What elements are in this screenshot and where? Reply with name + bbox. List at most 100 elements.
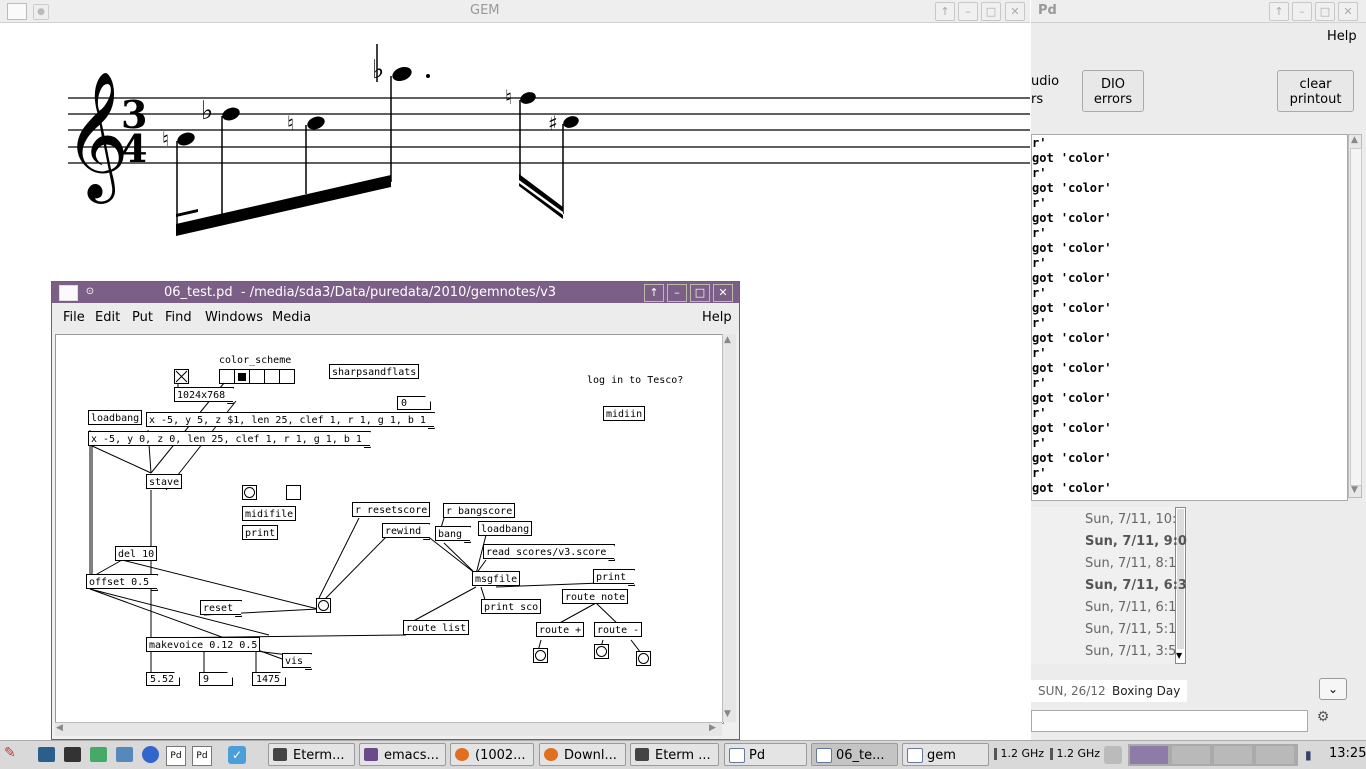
cal-row-4[interactable]: Sun, 7/11, 6:1 [1085, 600, 1177, 615]
task-downloads[interactable]: Downl... [539, 743, 626, 766]
dio-errors-button[interactable]: DIO errors [1082, 70, 1144, 112]
pd-launcher-icon-2[interactable]: Pd [192, 746, 212, 766]
raise-button[interactable]: ↑ [935, 2, 955, 21]
tools-icon[interactable]: ⚙ [1316, 709, 1330, 725]
number-atom[interactable]: 0 [397, 396, 431, 410]
close-button[interactable]: ✕ [1338, 2, 1358, 21]
audio-errors-button[interactable]: udio rs [1031, 74, 1060, 107]
scroll-left-arrow-icon[interactable]: ◀ [56, 723, 63, 733]
gem-titlebar[interactable]: ● GEM ↑ – □ ✕ [0, 0, 1030, 23]
workspace-pager[interactable] [1128, 744, 1298, 766]
midifile-toggle[interactable] [286, 485, 301, 500]
midifile-bang-1[interactable] [242, 485, 257, 500]
maximize-button[interactable]: □ [690, 284, 710, 302]
menu-find[interactable]: Find [165, 310, 192, 325]
scroll-right-arrow-icon[interactable]: ▶ [709, 723, 716, 733]
patch-canvas[interactable]: color_scheme log in to Tesco? sharpsandf… [55, 334, 724, 724]
minimize-button[interactable]: – [958, 2, 978, 21]
makevoice-object[interactable]: makevoice 0.12 0.5 [146, 637, 261, 652]
network-icon[interactable]: ▮ [1305, 748, 1312, 762]
scroll-thumb[interactable] [1350, 148, 1362, 486]
resolution-message[interactable]: 1024x768 [174, 387, 234, 402]
holiday-row[interactable]: SUN, 26/12 Boxing Day [1031, 680, 1187, 702]
cal-row-1[interactable]: Sun, 7/11, 9:0 [1085, 534, 1187, 549]
calendar-scrollbar[interactable]: ▼ [1175, 507, 1186, 664]
clear-printout-button[interactable]: clear printout [1277, 70, 1354, 112]
monitor-icon[interactable] [90, 747, 107, 762]
center-bang[interactable] [316, 598, 331, 613]
note-bang-2[interactable] [594, 644, 609, 659]
read-score-message[interactable]: read scores/v3.score [483, 544, 615, 559]
window-menu-icon[interactable] [7, 3, 27, 20]
menu-put[interactable]: Put [132, 310, 153, 325]
cal-row-6[interactable]: Sun, 7/11, 3:5 [1085, 644, 1177, 659]
midiin-object[interactable]: midiin [603, 406, 646, 421]
show-desktop-icon[interactable] [38, 747, 55, 762]
raise-button[interactable]: ↑ [1269, 2, 1289, 21]
sharps-object[interactable]: sharpsandflats [329, 364, 420, 379]
rewind-message[interactable]: rewind [382, 523, 430, 538]
menu-media[interactable]: Media [272, 310, 312, 325]
task-emacs[interactable]: emacs... [359, 743, 446, 766]
task-pd[interactable]: Pd [724, 743, 807, 766]
route-minus-object[interactable]: route - [594, 622, 643, 637]
menu-windows[interactable]: Windows [205, 310, 264, 325]
console-scrollbar[interactable]: ▲ ▼ [1348, 134, 1362, 498]
scroll-down-arrow-icon[interactable]: ▼ [1351, 485, 1358, 495]
tray-app-icon[interactable] [1104, 746, 1122, 764]
workspace-4[interactable] [1256, 746, 1294, 764]
scroll-thumb[interactable] [1177, 509, 1184, 649]
workspace-1[interactable] [1130, 746, 1168, 764]
msgfile-object[interactable]: msgfile [472, 571, 521, 586]
vertical-scrollbar[interactable]: ▲ ▼ [722, 334, 736, 722]
loadbang-object-2[interactable]: loadbang [478, 521, 533, 536]
task-firefox[interactable]: (1002... [450, 743, 534, 766]
print-message-2[interactable]: print [593, 569, 635, 584]
offset-message[interactable]: offset 0.5 [86, 574, 158, 589]
launcher-menu-icon[interactable]: ✎ [4, 745, 16, 761]
menu-edit[interactable]: Edit [95, 310, 121, 325]
scroll-down-arrow-icon[interactable]: ▼ [724, 709, 731, 719]
maximize-button[interactable]: □ [1315, 2, 1335, 21]
workspace-2[interactable] [1172, 746, 1210, 764]
cal-row-2[interactable]: Sun, 7/11, 8:1 [1085, 556, 1177, 571]
note-bang-3[interactable] [636, 651, 651, 666]
stave-params-message-2[interactable]: x -5, y 0, z 0, len 25, clef 1, r 1, g 1… [88, 431, 370, 446]
number-atom-2[interactable]: 9 [199, 672, 233, 686]
stave-object[interactable]: stave [146, 474, 183, 489]
raise-button[interactable]: ↑ [644, 284, 664, 302]
stave-params-message-1[interactable]: x -5, y 5, z $1, len 25, clef 1, r 1, g … [146, 412, 434, 427]
cal-row-3[interactable]: Sun, 7/11, 6:3 [1085, 578, 1187, 593]
calendar-input[interactable] [1031, 710, 1308, 732]
close-button[interactable]: ✕ [713, 284, 733, 302]
calendar-dropdown-button[interactable]: ⌄ [1319, 678, 1347, 700]
scroll-up-arrow-icon[interactable]: ▲ [724, 335, 731, 345]
color-radio[interactable] [219, 369, 295, 384]
scroll-up-arrow-icon[interactable]: ▲ [1351, 135, 1358, 145]
clock[interactable]: 13:25 [1329, 746, 1366, 761]
download-icon[interactable]: ✓ [228, 746, 246, 764]
route-note-object[interactable]: route note [562, 589, 629, 604]
pd-launcher-icon-1[interactable]: Pd [166, 746, 186, 766]
cal-row-0[interactable]: Sun, 7/11, 10: [1085, 512, 1177, 527]
terminal-icon[interactable] [64, 747, 81, 762]
maximize-button[interactable]: □ [981, 2, 1001, 21]
route-plus-object[interactable]: route + [536, 622, 585, 637]
vis-message[interactable]: vis [282, 653, 312, 668]
menu-file[interactable]: File [63, 310, 85, 325]
task-gem[interactable]: gem [902, 743, 989, 766]
midifile-object[interactable]: midifile [242, 506, 297, 521]
route-list-object[interactable]: route list [403, 620, 470, 635]
window-options-icon[interactable]: ● [33, 4, 49, 20]
number-atom-1[interactable]: 5.52 [146, 672, 180, 686]
menu-help[interactable]: Help [702, 310, 732, 325]
resetscore-object[interactable]: r resetscore [352, 502, 431, 517]
horizontal-scrollbar[interactable]: ◀ ▶ [55, 722, 722, 736]
note-bang-1[interactable] [533, 648, 548, 663]
bangscore-object[interactable]: r bangscore [443, 503, 516, 518]
pd-menu-help[interactable]: Help [1327, 29, 1357, 44]
window-menu-icon[interactable] [59, 285, 78, 301]
print-sco-object[interactable]: print sco [481, 599, 542, 614]
number-atom-3[interactable]: 1475 [252, 672, 286, 686]
del-object[interactable]: del 10 [115, 546, 158, 561]
